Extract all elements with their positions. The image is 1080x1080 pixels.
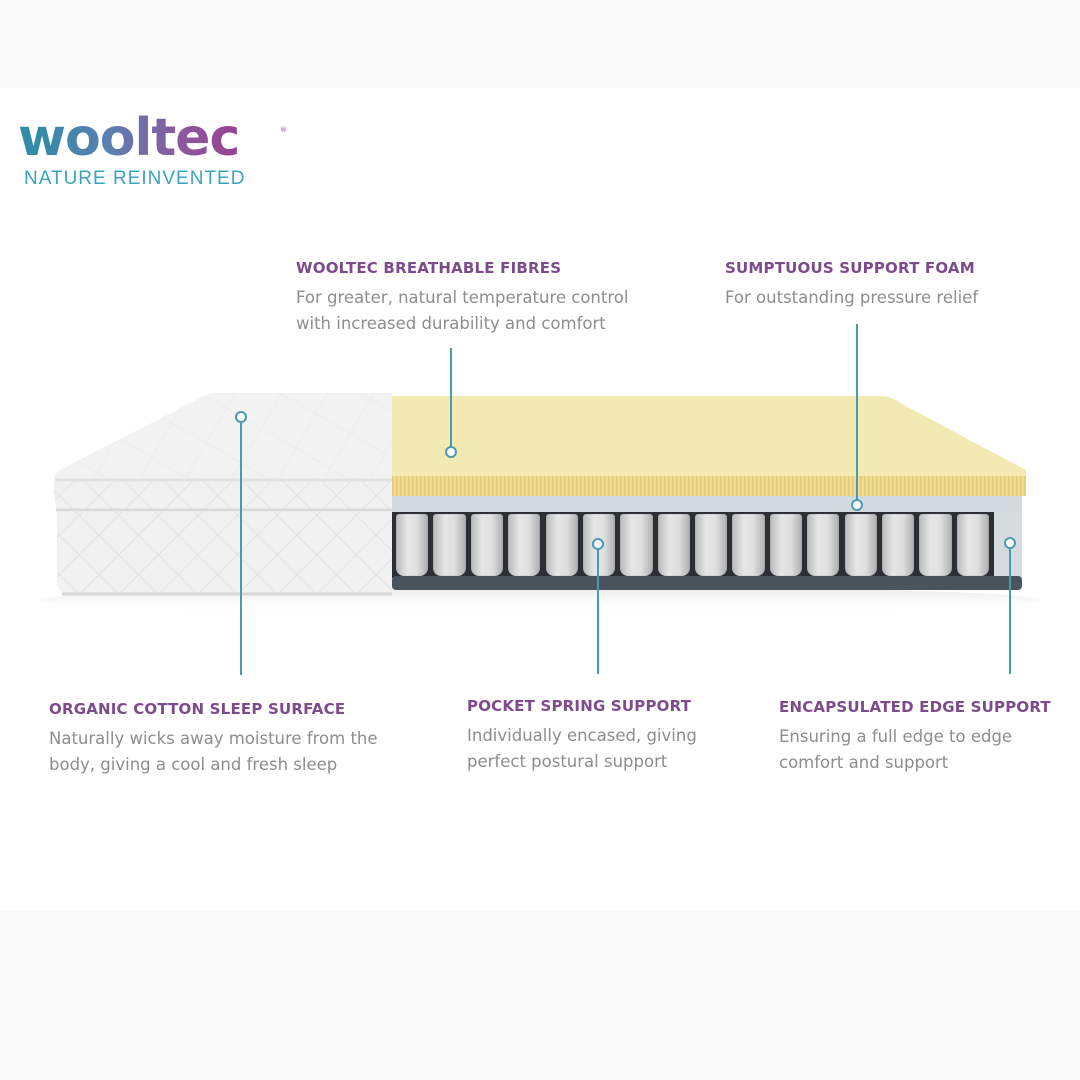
label-title: ENCAPSULATED EDGE SUPPORT xyxy=(779,698,1051,716)
wooltec-logo: wooltec ® NATURE REINVENTED xyxy=(18,110,287,190)
leader-line-foam xyxy=(856,324,858,500)
logo-tagline: NATURE REINVENTED xyxy=(24,168,246,189)
label-organic-cotton: ORGANIC COTTON SLEEP SURFACE Naturally w… xyxy=(49,700,378,778)
pocket-spring xyxy=(807,514,840,576)
description-line: perfect postural support xyxy=(467,752,668,771)
description-line: comfort and support xyxy=(779,753,949,772)
pocket-spring xyxy=(433,514,466,576)
label-description: For outstanding pressure relief xyxy=(725,285,978,311)
logo-wordmark: wooltec xyxy=(18,110,245,166)
pocket-spring xyxy=(545,514,578,576)
pocket-spring xyxy=(470,514,504,576)
pocket-spring xyxy=(844,514,877,576)
pocket-spring xyxy=(695,514,728,576)
label-edge-support: ENCAPSULATED EDGE SUPPORT Ensuring a ful… xyxy=(779,698,1051,776)
label-title: POCKET SPRING SUPPORT xyxy=(467,697,692,715)
pocket-spring xyxy=(620,514,653,576)
leader-ring-cotton xyxy=(235,411,247,423)
description-line: For greater, natural temperature control xyxy=(296,288,629,307)
pocket-spring xyxy=(396,514,429,576)
leader-line-cotton xyxy=(240,421,242,675)
label-title: WOOLTEC BREATHABLE FIBRES xyxy=(296,259,562,277)
label-description: Ensuring a full edge to edge comfort and… xyxy=(779,724,1051,776)
description-line: body, giving a cool and fresh sleep xyxy=(49,755,338,774)
pocket-spring xyxy=(881,514,915,576)
pocket-spring xyxy=(769,514,803,576)
label-description: Naturally wicks away moisture from the b… xyxy=(49,726,378,778)
label-title: SUMPTUOUS SUPPORT FOAM xyxy=(725,259,975,277)
description-line: Individually encased, giving xyxy=(467,726,697,745)
description-line: with increased durability and comfort xyxy=(296,314,606,333)
registered-mark: ® xyxy=(280,126,287,134)
description-line: For outstanding pressure relief xyxy=(725,288,979,307)
pocket-spring xyxy=(508,514,541,576)
label-description: For greater, natural temperature control… xyxy=(296,285,628,337)
leader-ring-fibres xyxy=(445,446,457,458)
pocket-spring xyxy=(956,514,989,576)
description-line: Ensuring a full edge to edge xyxy=(779,727,1013,746)
leader-line-edge xyxy=(1009,548,1011,674)
content-panel xyxy=(0,88,1080,910)
leader-line-springs xyxy=(597,549,599,674)
label-support-foam: SUMPTUOUS SUPPORT FOAM For outstanding p… xyxy=(725,259,978,311)
pocket-spring xyxy=(732,514,765,576)
label-description: Individually encased, giving perfect pos… xyxy=(467,723,697,775)
label-pocket-springs: POCKET SPRING SUPPORT Individually encas… xyxy=(467,697,697,775)
pocket-spring xyxy=(919,514,952,576)
leader-ring-springs xyxy=(592,538,604,550)
label-breathable-fibres: WOOLTEC BREATHABLE FIBRES For greater, n… xyxy=(296,259,628,337)
leader-line-fibres xyxy=(450,348,452,448)
description-line: Naturally wicks away moisture from the xyxy=(49,729,378,748)
leader-ring-edge xyxy=(1004,537,1016,549)
pocket-spring xyxy=(657,514,690,576)
label-title: ORGANIC COTTON SLEEP SURFACE xyxy=(49,700,346,718)
leader-ring-foam xyxy=(851,499,863,511)
